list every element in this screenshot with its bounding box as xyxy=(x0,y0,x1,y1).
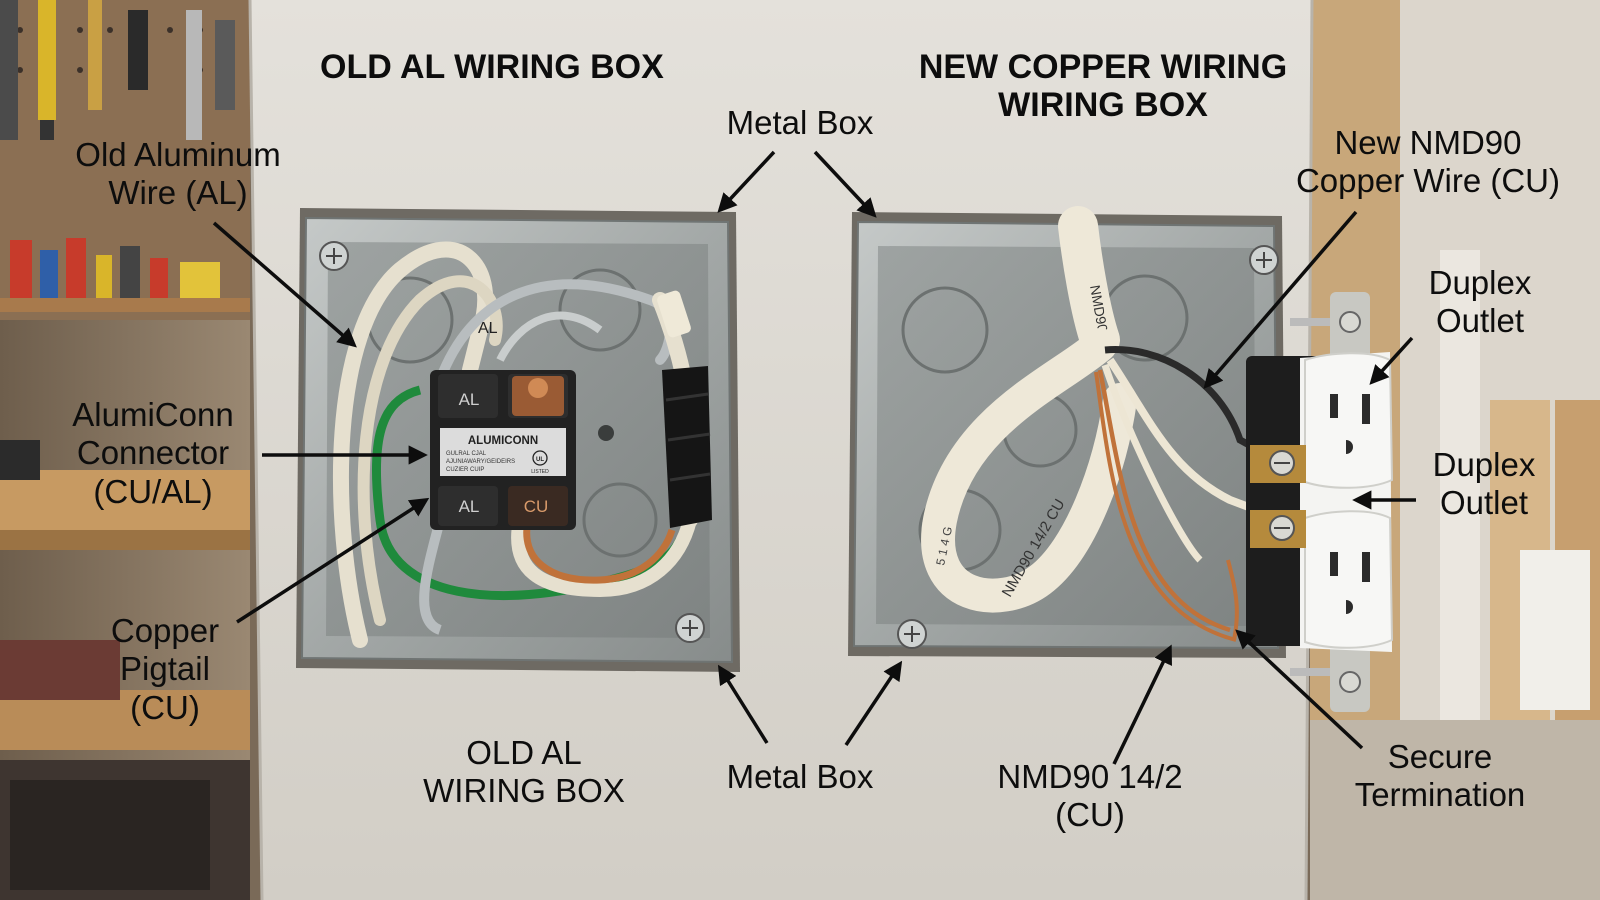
metal-box-label: Metal Box xyxy=(726,758,874,795)
connector-brand-text: ALUMICONN xyxy=(468,435,538,447)
callout-arrows xyxy=(212,150,1416,765)
connector-port-label: AL xyxy=(459,497,480,516)
duplex-outlet-label: Duplex Outlet xyxy=(1432,446,1536,522)
ul-mark: UL xyxy=(536,457,544,463)
connector-port-label: AL xyxy=(459,390,480,409)
new-copper-wiring-box: NMD90 NMD90 14/2 CU 5 1 4 G xyxy=(848,206,1286,658)
workshop-background-left xyxy=(0,0,250,900)
secure-termination-label: Secure Termination xyxy=(1354,738,1526,814)
connector-fine-print: AJUNIAWARY/GEIDEIRS xyxy=(446,459,515,465)
old-box-title: OLD AL WIRING BOX xyxy=(320,48,664,86)
new-nmd90-copper-wire-label: New NMD90 Copper Wire (CU) xyxy=(1295,124,1561,200)
duplex-outlet xyxy=(1246,292,1394,712)
al-wire-tag: AL xyxy=(478,320,498,337)
nmd90-14-2-label: NMD90 14/2 (CU) xyxy=(997,758,1183,834)
old-aluminum-wire-label: Old Aluminum Wire (AL) xyxy=(75,136,281,212)
duplex-outlet-label: Duplex Outlet xyxy=(1428,264,1532,340)
connector-port-label: CU xyxy=(524,497,549,516)
copper-pigtail-label: Copper Pigtail (CU) xyxy=(110,612,220,726)
alumiconn-connector-label: AlumiConn Connector (CU/AL) xyxy=(72,396,234,510)
alumiconn-connector: ALUMICONN GULRAL CJAL AJUNIAWARY/GEIDEIR… xyxy=(430,370,576,530)
metal-box-label: Metal Box xyxy=(726,104,874,141)
connector-fine-print: CUZIER CUIP xyxy=(446,467,484,473)
old-box-bottom-caption: OLD AL WIRING BOX xyxy=(423,734,625,810)
ul-listed-text: LISTED xyxy=(531,469,549,475)
new-box-title: NEW COPPER WIRING WIRING BOX xyxy=(918,48,1288,125)
connector-fine-print: GULRAL CJAL xyxy=(446,451,487,457)
